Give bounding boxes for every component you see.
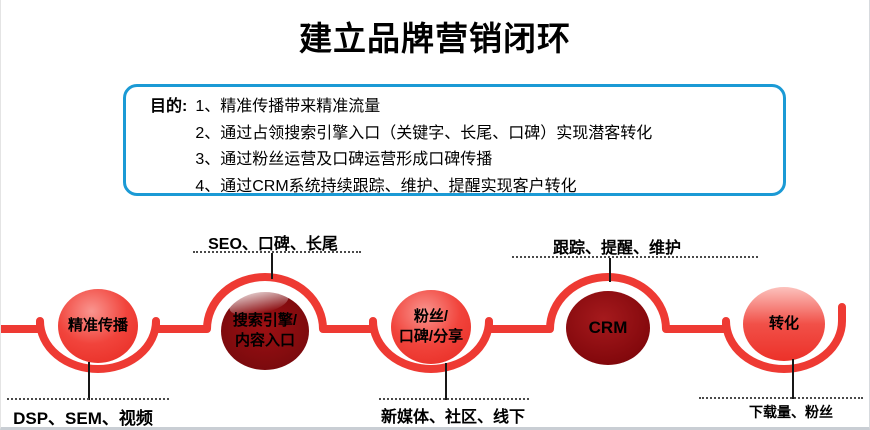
callout-seo-dotted-line — [193, 251, 361, 253]
purpose-item: 3、通过粉丝运营及口碑运营形成口碑传播 — [195, 151, 493, 168]
node-label-jingzhun: 精准传播 — [67, 317, 129, 334]
page-title: 建立品牌营销闭环 — [299, 20, 571, 57]
callout-seo-connector-line — [271, 253, 273, 279]
ribbon-path — [1, 273, 846, 373]
purpose-label: 目的: — [150, 98, 188, 115]
callout-track-dotted-line — [512, 256, 758, 258]
node-label-zhuanhua: 转化 — [768, 315, 800, 332]
callout-seo-label: SEO、口碑、长尾 — [208, 236, 338, 253]
node-circle-fensi — [391, 290, 471, 364]
purpose-item: 2、通过占领搜索引擎入口（关键字、长尾、口碑）实现潜客转化 — [195, 124, 653, 142]
callout-download-dotted-line — [699, 397, 863, 399]
node-label-crm: CRM — [588, 318, 628, 337]
callout-dsp-connector-line — [88, 362, 90, 400]
callout-media-dotted-line — [379, 398, 529, 400]
callout-download-label: 下载量、粉丝 — [749, 404, 833, 420]
callout-download-connector-line — [792, 359, 794, 399]
node-label-sousuo: 搜索引擎/ 内容入口 — [232, 312, 298, 349]
node-label-fensi: 粉丝/ 口碑/分享 — [398, 308, 464, 345]
node-circle-crm — [566, 291, 650, 365]
callout-track-connector-line — [609, 258, 611, 282]
purpose-item: 1、精准传播带来精准流量 — [195, 98, 381, 115]
callout-media-connector-line — [445, 363, 447, 400]
purpose-box: 目的: 1、精准传播带来精准流量 2、通过占领搜索引擎入口（关键字、长尾、口碑）… — [123, 84, 786, 196]
callout-media-label: 新媒体、社区、线下 — [380, 409, 526, 426]
callout-dsp-label: DSP、SEM、视频 — [13, 409, 153, 428]
node-circle-zhuanhua — [743, 287, 825, 361]
purpose-item: 4、通过CRM系统持续跟踪、维护、提醒实现客户转化 — [195, 177, 577, 195]
purpose-item-list: 1、精准传播带来精准流量 2、通过占领搜索引擎入口（关键字、长尾、口碑）实现潜客… — [195, 94, 652, 200]
callout-track-label: 跟踪、提醒、维护 — [552, 240, 682, 257]
node-circle-sousuo-gloss — [229, 290, 289, 316]
node-circle-jingzhun — [58, 289, 138, 363]
callout-dsp-dotted-line — [7, 398, 169, 400]
